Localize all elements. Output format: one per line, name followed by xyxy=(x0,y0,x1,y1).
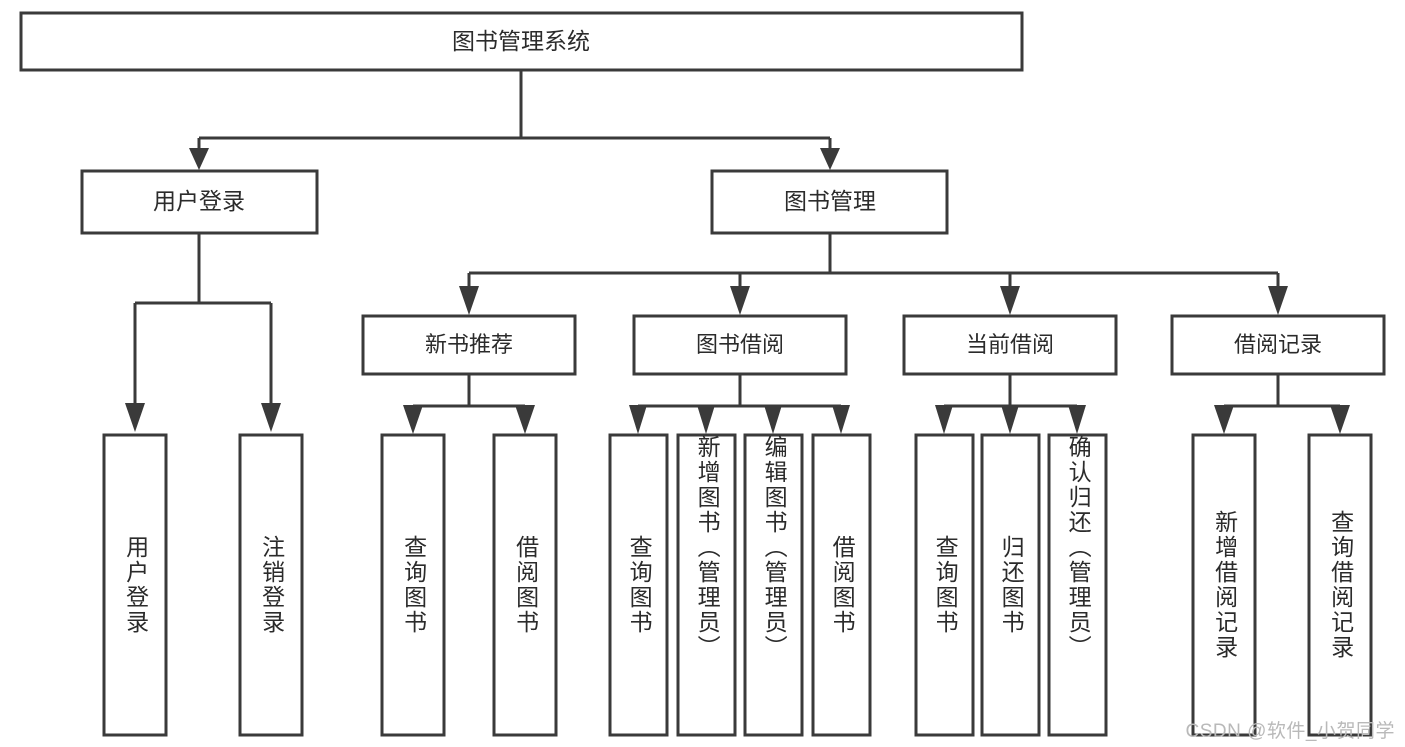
arrow-head-borrow-record xyxy=(1268,286,1288,315)
arrow-head-book-mgmt xyxy=(820,148,840,170)
arrow-head-leaf-bb-4 xyxy=(832,405,850,434)
arrow-head-new-book-recommend xyxy=(459,286,479,315)
node-root-title-label: 图书管理系统 xyxy=(452,28,590,54)
connector-group-book-management xyxy=(459,233,1288,315)
arrow-head-leaf-bb-2 xyxy=(697,405,715,434)
connector-group-borrow-record xyxy=(1214,374,1350,434)
node-new-book-recommend-label: 新书推荐 xyxy=(425,332,513,357)
node-current-borrow-label: 当前借阅 xyxy=(966,332,1054,357)
node-borrow-record[interactable]: 借阅记录 xyxy=(1170,314,1386,376)
arrow-head-leaf-user-login-2 xyxy=(261,403,281,432)
node-book-borrow-label: 图书借阅 xyxy=(696,332,784,357)
node-borrow-record-label: 借阅记录 xyxy=(1234,332,1322,357)
arrow-head-leaf-cb-1 xyxy=(935,405,953,434)
leaf-box-cb-1[interactable] xyxy=(914,433,975,737)
connector-group-root xyxy=(189,71,840,170)
node-borrow-record-box[interactable] xyxy=(1170,314,1386,376)
connector-group-book-borrow xyxy=(629,374,850,434)
arrow-head-book-borrow xyxy=(730,286,750,315)
node-root-title-box[interactable] xyxy=(19,11,1024,72)
leaf-box-nbr-1[interactable] xyxy=(380,433,446,737)
node-book-management[interactable]: 图书管理 xyxy=(710,169,949,235)
arrow-head-leaf-br-1 xyxy=(1214,405,1234,434)
arrow-head-leaf-cb-2 xyxy=(1001,405,1019,434)
leaf-box-bb-1[interactable] xyxy=(608,433,669,737)
leaf-box-user-login-1[interactable] xyxy=(102,433,168,737)
leaf-box-br-2[interactable] xyxy=(1307,433,1373,737)
node-user-login-box[interactable] xyxy=(80,169,319,235)
leaf-box-bb-4[interactable] xyxy=(811,433,872,737)
connector-group-current-borrow xyxy=(935,374,1086,434)
node-new-book-recommend-box[interactable] xyxy=(361,314,577,376)
arrow-head-user-login xyxy=(189,148,209,170)
leaf-box-nbr-2[interactable] xyxy=(492,433,558,737)
arrow-head-leaf-bb-1 xyxy=(629,405,647,434)
arrow-head-leaf-br-2 xyxy=(1330,405,1350,434)
arrow-head-leaf-nbr-2 xyxy=(515,405,535,434)
leaf-box-user-login-2[interactable] xyxy=(238,433,304,737)
leaf-box-bb-2[interactable] xyxy=(676,433,737,737)
node-book-borrow[interactable]: 图书借阅 xyxy=(632,314,848,376)
node-new-book-recommend[interactable]: 新书推荐 xyxy=(361,314,577,376)
node-user-login-label: 用户登录 xyxy=(153,188,245,214)
watermark-text: CSDN @软件_小贺同学 xyxy=(1185,721,1395,742)
node-root-title[interactable]: 图书管理系统 xyxy=(19,11,1024,72)
node-current-borrow[interactable]: 当前借阅 xyxy=(902,314,1118,376)
arrow-head-current-borrow xyxy=(1000,286,1020,315)
node-book-borrow-box[interactable] xyxy=(632,314,848,376)
arrow-head-leaf-user-login-1 xyxy=(125,403,145,432)
leaf-box-bb-3[interactable] xyxy=(743,433,804,737)
leaf-box-cb-3[interactable] xyxy=(1047,433,1108,737)
node-book-management-label: 图书管理 xyxy=(784,188,876,214)
connector-group-user-login xyxy=(125,233,281,432)
connector-group-new-book-recommend xyxy=(403,374,535,434)
arrow-head-leaf-bb-3 xyxy=(764,405,782,434)
arrow-head-leaf-cb-3 xyxy=(1068,405,1086,434)
node-current-borrow-box[interactable] xyxy=(902,314,1118,376)
node-user-login[interactable]: 用户登录 xyxy=(80,169,319,235)
leaf-box-br-1[interactable] xyxy=(1191,433,1257,737)
leaf-box-cb-2[interactable] xyxy=(980,433,1041,737)
arrow-head-leaf-nbr-1 xyxy=(403,405,423,434)
